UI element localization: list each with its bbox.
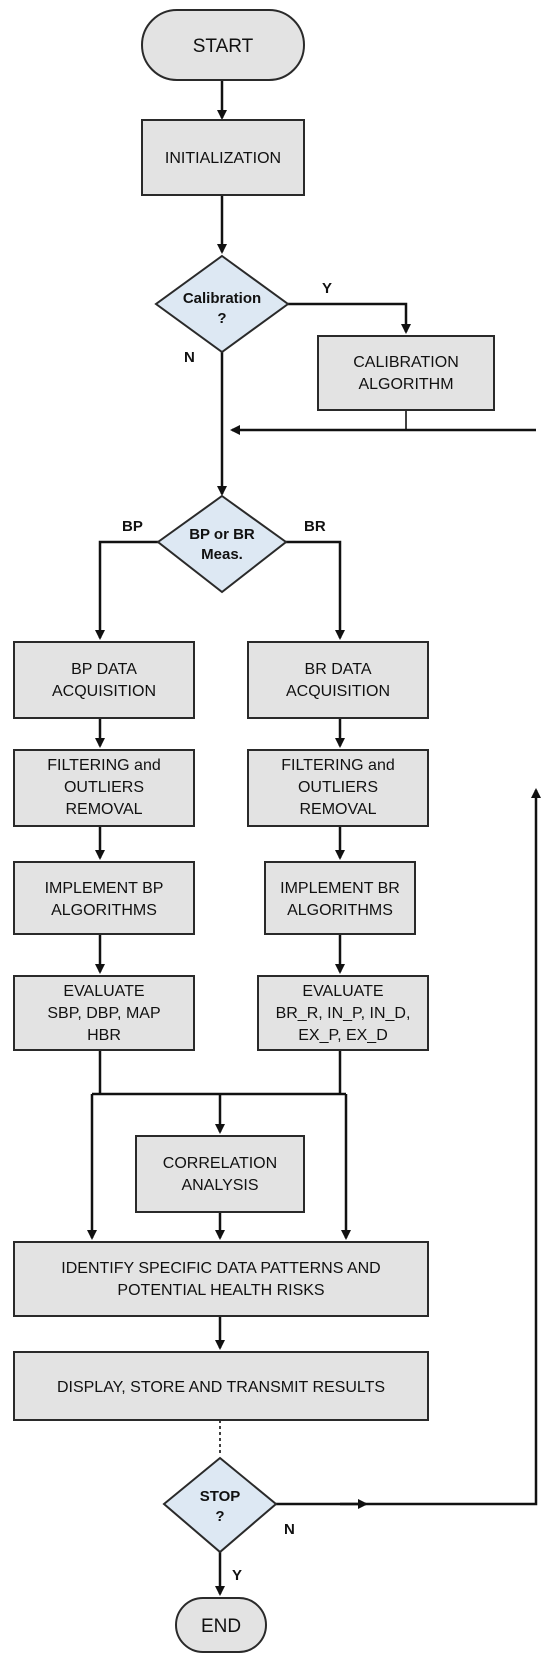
label-meas-bp: BP bbox=[122, 518, 143, 535]
bp-data-acquisition-line1: BP DATA bbox=[71, 661, 137, 678]
bp-data-acquisition-process: BP DATA ACQUISITION bbox=[13, 641, 195, 719]
br-filtering-line3: REMOVAL bbox=[299, 801, 376, 818]
edge-calib-yes bbox=[288, 302, 411, 334]
calibration-algorithm-process: CALIBRATION ALGORITHM bbox=[317, 335, 495, 411]
identify-patterns-line1: IDENTIFY SPECIFIC DATA PATTERNS AND bbox=[61, 1260, 380, 1277]
br-data-acquisition-process: BR DATA ACQUISITION bbox=[247, 641, 429, 719]
calibration-decision-line1: Calibration bbox=[183, 290, 261, 307]
bp-filtering-line1: FILTERING and bbox=[47, 757, 161, 774]
br-implement-line1: IMPLEMENT BR bbox=[280, 880, 400, 897]
bp-implement-process: IMPLEMENT BP ALGORITHMS bbox=[13, 861, 195, 935]
initialization-process: INITIALIZATION bbox=[141, 119, 305, 196]
calibration-algorithm-line2: ALGORITHM bbox=[358, 376, 453, 393]
calibration-decision-line2: ? bbox=[217, 310, 226, 327]
stop-decision-line1: STOP bbox=[200, 1488, 241, 1505]
correlation-analysis-process: CORRELATION ANALYSIS bbox=[135, 1135, 305, 1213]
measurement-decision-line2: Meas. bbox=[201, 546, 243, 563]
label-calib-yes: Y bbox=[322, 280, 332, 297]
start-terminal: START bbox=[141, 9, 305, 81]
bp-implement-line2: ALGORITHMS bbox=[51, 902, 157, 919]
display-store-transmit-process: DISPLAY, STORE AND TRANSMIT RESULTS bbox=[13, 1351, 429, 1421]
end-terminal: END bbox=[175, 1597, 267, 1653]
br-filtering-process: FILTERING and OUTLIERS REMOVAL bbox=[247, 749, 429, 827]
bp-filtering-line3: REMOVAL bbox=[65, 801, 142, 818]
edge-meas-br bbox=[284, 540, 345, 640]
calibration-decision: Calibration ? bbox=[154, 254, 290, 354]
br-evaluate-line1: EVALUATE bbox=[302, 983, 383, 1000]
bp-evaluate-line1: EVALUATE bbox=[63, 983, 144, 1000]
br-evaluate-process: EVALUATE BR_R, IN_P, IN_D, EX_P, EX_D bbox=[257, 975, 429, 1051]
br-filtering-line2: OUTLIERS bbox=[298, 779, 378, 796]
identify-patterns-line2: POTENTIAL HEALTH RISKS bbox=[117, 1282, 324, 1299]
bp-filtering-line2: OUTLIERS bbox=[64, 779, 144, 796]
bp-filtering-process: FILTERING and OUTLIERS REMOVAL bbox=[13, 749, 195, 827]
label-calib-no: N bbox=[184, 349, 195, 366]
br-evaluate-line2: BR_R, IN_P, IN_D, bbox=[276, 1005, 411, 1022]
br-evaluate-line3: EX_P, EX_D bbox=[298, 1027, 388, 1044]
br-filtering-line1: FILTERING and bbox=[281, 757, 395, 774]
bp-data-acquisition-line2: ACQUISITION bbox=[52, 683, 156, 700]
bp-evaluate-line2: SBP, DBP, MAP bbox=[47, 1005, 160, 1022]
calibration-algorithm-line1: CALIBRATION bbox=[353, 354, 459, 371]
initialization-label: INITIALIZATION bbox=[165, 150, 281, 167]
identify-patterns-process: IDENTIFY SPECIFIC DATA PATTERNS AND POTE… bbox=[13, 1241, 429, 1317]
measurement-decision-line1: BP or BR bbox=[189, 526, 255, 543]
label-stop-no: N bbox=[284, 1521, 295, 1538]
start-label: START bbox=[193, 36, 254, 57]
measurement-decision: BP or BR Meas. bbox=[156, 494, 288, 594]
label-meas-br: BR bbox=[304, 518, 326, 535]
br-data-acquisition-line2: ACQUISITION bbox=[286, 683, 390, 700]
br-implement-line2: ALGORITHMS bbox=[287, 902, 393, 919]
end-label: END bbox=[201, 1616, 241, 1637]
edge-meas-bp bbox=[95, 540, 160, 640]
br-implement-process: IMPLEMENT BR ALGORITHMS bbox=[264, 861, 416, 935]
correlation-analysis-line2: ANALYSIS bbox=[181, 1177, 258, 1194]
bp-evaluate-line3: HBR bbox=[87, 1027, 121, 1044]
label-stop-yes: Y bbox=[232, 1567, 242, 1584]
bp-evaluate-process: EVALUATE SBP, DBP, MAP HBR bbox=[13, 975, 195, 1051]
correlation-analysis-line1: CORRELATION bbox=[163, 1155, 277, 1172]
display-store-transmit-label: DISPLAY, STORE AND TRANSMIT RESULTS bbox=[57, 1379, 385, 1396]
br-data-acquisition-line1: BR DATA bbox=[305, 661, 372, 678]
stop-decision-line2: ? bbox=[215, 1508, 224, 1525]
stop-decision: STOP ? bbox=[162, 1456, 278, 1554]
bp-implement-line1: IMPLEMENT BP bbox=[45, 880, 164, 897]
connectors bbox=[87, 80, 541, 1596]
